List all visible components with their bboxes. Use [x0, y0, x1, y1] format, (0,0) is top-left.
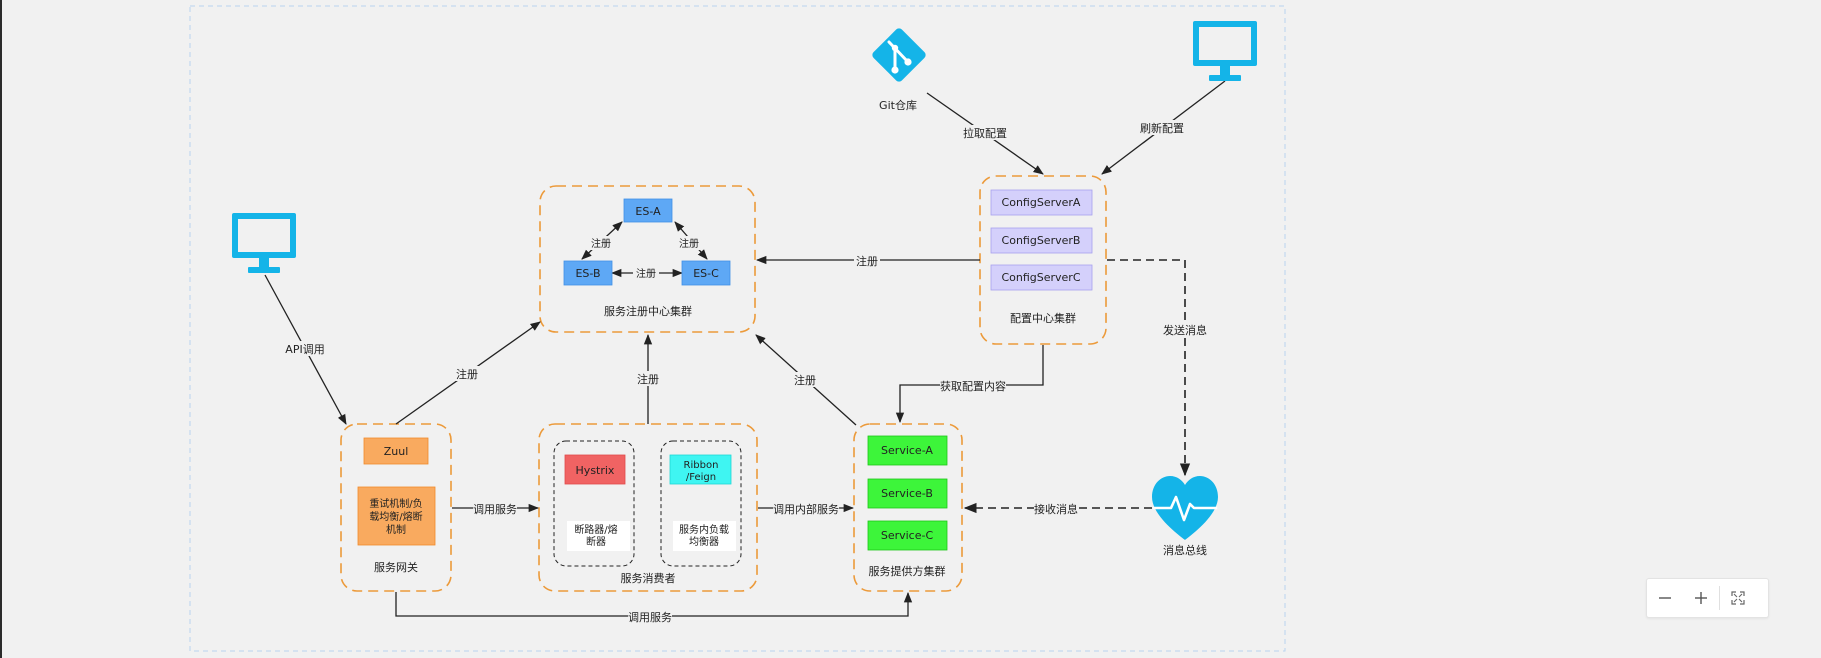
- eureka-b-label: ES-B: [575, 267, 600, 280]
- balancer-node[interactable]: [673, 521, 736, 551]
- label-api-call: API调用: [285, 343, 324, 356]
- gateway-features-line-3: 机制: [386, 523, 406, 536]
- ribbon-line-2: /Feign: [686, 472, 716, 483]
- client-monitor-icon[interactable]: [232, 213, 296, 273]
- gateway-features-line-2: 载均衡/熔断: [369, 510, 422, 523]
- label-provider-register: 注册: [794, 373, 816, 387]
- breaker-line-2: 断器: [586, 535, 606, 548]
- eureka-c-label: ES-C: [693, 267, 719, 280]
- fit-screen-icon: [1731, 591, 1745, 605]
- config-server-b-node[interactable]: [990, 227, 1093, 254]
- eureka-a-label: ES-A: [635, 205, 661, 218]
- label-esa-esc: 注册: [679, 237, 699, 250]
- service-c-label: Service-C: [881, 529, 934, 542]
- minus-icon: [1659, 597, 1671, 599]
- service-c-node[interactable]: [867, 520, 948, 551]
- zoom-divider: [1719, 586, 1720, 610]
- label-esb-esc: 注册: [636, 267, 656, 280]
- consumer-label: 服务消费者: [621, 571, 676, 585]
- zuul-label: Zuul: [384, 445, 409, 458]
- eureka-c-node[interactable]: [681, 260, 731, 286]
- plus-icon: [1695, 592, 1707, 604]
- label-gateway-provider: 调用服务: [628, 611, 672, 624]
- label-get-config: 获取配置内容: [940, 379, 1006, 393]
- admin-monitor-icon[interactable]: [1193, 21, 1257, 81]
- message-bus-label: 消息总线: [1163, 543, 1207, 557]
- label-consumer-provider: 调用内部服务: [773, 502, 839, 516]
- service-b-label: Service-B: [881, 487, 933, 500]
- zuul-node[interactable]: [363, 437, 429, 465]
- edge-send-message[interactable]: [1107, 259, 1191, 477]
- git-icon[interactable]: [871, 27, 928, 84]
- ribbon-line-1: Ribbon: [684, 460, 719, 471]
- hystrix-label: Hystrix: [576, 464, 615, 477]
- provider-cluster-label: 服务提供方集群: [869, 564, 946, 578]
- hystrix-node[interactable]: [564, 454, 626, 485]
- breaker-node[interactable]: [567, 521, 630, 551]
- label-refresh-config: 刷新配置: [1140, 121, 1184, 135]
- config-server-c-label: ConfigServerC: [1001, 271, 1080, 284]
- provider-cluster-container[interactable]: [853, 423, 963, 592]
- service-b-node[interactable]: [867, 478, 948, 509]
- config-server-a-label: ConfigServerA: [1002, 196, 1081, 209]
- gateway-features-node[interactable]: [357, 486, 436, 546]
- eureka-a-node[interactable]: [623, 198, 673, 223]
- message-bus-heart-icon[interactable]: [1152, 476, 1218, 540]
- config-server-b-label: ConfigServerB: [1002, 234, 1081, 247]
- label-esa-esb: 注册: [591, 237, 611, 250]
- breaker-line-1: 断路器/熔: [574, 523, 617, 536]
- ribbon-node[interactable]: [669, 454, 732, 485]
- label-config-register: 注册: [856, 254, 878, 268]
- label-gateway-consumer: 调用服务: [473, 503, 517, 516]
- config-server-c-node[interactable]: [990, 264, 1093, 291]
- gateway-label: 服务网关: [374, 560, 418, 574]
- eureka-b-node[interactable]: [563, 260, 613, 286]
- balancer-line-2: 均衡器: [689, 536, 719, 548]
- left-edge-bar: [0, 0, 2, 658]
- label-consumer-register: 注册: [637, 372, 659, 386]
- balancer-line-1: 服务内负载: [679, 523, 729, 536]
- label-send-message: 发送消息: [1163, 323, 1207, 337]
- page-canvas: [189, 5, 1286, 652]
- gateway-features-line-1: 重试机制/负: [369, 497, 422, 510]
- zoom-in-button[interactable]: [1683, 579, 1719, 617]
- registry-cluster-label: 服务注册中心集群: [604, 304, 692, 318]
- label-pull-config: 拉取配置: [963, 126, 1007, 140]
- fit-screen-button[interactable]: [1720, 579, 1756, 617]
- zoom-toolbar: [1646, 578, 1769, 618]
- ribbon-group[interactable]: [660, 440, 742, 567]
- service-a-node[interactable]: [867, 435, 948, 466]
- git-label: Git仓库: [879, 98, 917, 112]
- label-receive-message: 接收消息: [1034, 502, 1078, 516]
- config-server-a-node[interactable]: [990, 189, 1093, 216]
- label-gateway-register: 注册: [456, 367, 478, 381]
- service-a-label: Service-A: [881, 444, 933, 457]
- config-cluster-label: 配置中心集群: [1010, 311, 1076, 325]
- zoom-out-button[interactable]: [1647, 579, 1683, 617]
- registry-cluster-container[interactable]: [539, 185, 756, 333]
- hystrix-group[interactable]: [553, 440, 635, 567]
